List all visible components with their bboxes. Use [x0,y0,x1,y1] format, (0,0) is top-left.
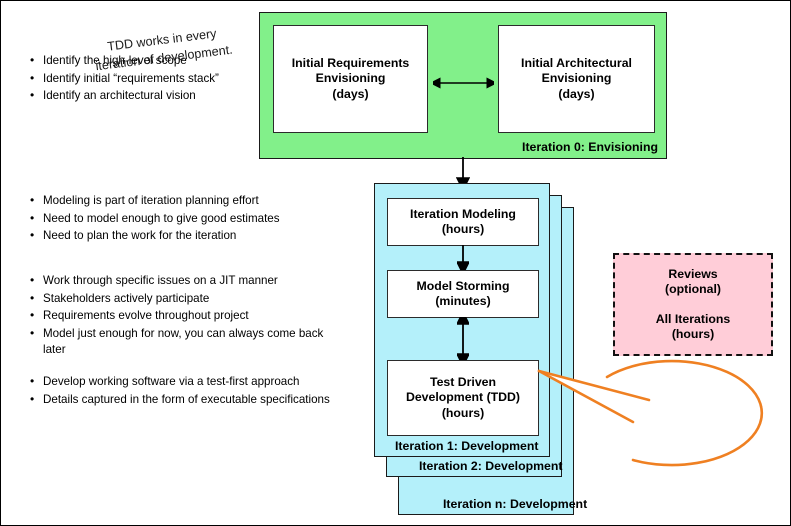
bullet-list-tdd: Develop working software via a test-firs… [25,373,375,409]
box-duration: (hours) [441,405,485,420]
box-title: Initial Requirements [291,55,410,70]
box-duration: (days) [558,86,595,101]
band-label-iteration-n: Iteration n: Development [443,497,588,511]
box-title: Test Driven [429,374,497,389]
band-label-iteration-2: Iteration 2: Development [419,459,563,473]
box-subtitle: Envisioning [541,71,612,86]
reviews-line-1: Reviews [668,266,718,281]
box-title: Initial Architectural [521,55,632,70]
reviews-box: Reviews (optional) All Iterations (hours… [613,253,773,356]
box-title: Iteration Modeling [410,206,516,221]
reviews-line-3: All Iterations [655,311,731,326]
process-box-initial-architectural-envisioning: Initial Architectural Envisioning (days) [498,25,655,133]
box-subtitle: Envisioning [315,71,386,86]
list-item: Need to plan the work for the iteration [30,227,355,245]
bidirectional-arrow-vertical-icon [457,317,469,361]
list-item: Modeling is part of iteration planning e… [30,192,355,210]
list-item: Stakeholders actively participate [30,290,345,308]
list-item: Identify an architectural vision [30,87,355,105]
reviews-line-4: (hours) [671,327,715,341]
list-item: Model just enough for now, you can alway… [30,325,345,359]
process-box-initial-requirements-envisioning: Initial Requirements Envisioning (days) [273,25,428,133]
bidirectional-arrow-icon [433,77,494,89]
list-item: Requirements evolve throughout project [30,307,345,325]
process-box-test-driven-development: Test Driven Development (TDD) (hours) [387,360,539,436]
process-box-model-storming: Model Storming (minutes) [387,270,539,318]
box-duration: (days) [332,86,369,101]
box-duration: (hours) [441,222,485,236]
reviews-line-2: (optional) [664,282,721,296]
development-band-iteration-1: Iteration Modeling (hours) Model Stormin… [374,183,550,457]
list-item: Identify initial “requirements stack” [30,70,355,88]
list-item: Need to model enough to give good estima… [30,210,355,228]
list-item: Develop working software via a test-firs… [30,373,375,391]
envisioning-band: Initial Requirements Envisioning (days) … [259,12,667,159]
box-duration: (minutes) [435,294,491,308]
list-item: Identify the high-level scope [30,52,355,70]
bullet-list-iteration-modeling: Modeling is part of iteration planning e… [25,192,355,246]
box-subtitle: Development (TDD) [405,390,521,405]
list-item: Details captured in the form of executab… [30,391,375,409]
flow-arrow-down-icon [455,157,471,187]
flow-arrow-down-icon [457,245,469,271]
box-title: Model Storming [416,278,510,293]
bullet-list-envisioning: Identify the high-level scope Identify i… [25,52,355,106]
band-label-iteration-0: Iteration 0: Envisioning [522,140,658,154]
list-item: Work through specific issues on a JIT ma… [30,272,345,290]
bullet-list-model-storming: Work through specific issues on a JIT ma… [25,272,345,360]
band-label-iteration-1: Iteration 1: Development [395,439,539,453]
process-box-iteration-modeling: Iteration Modeling (hours) [387,198,539,246]
callout-bubble [537,359,787,469]
